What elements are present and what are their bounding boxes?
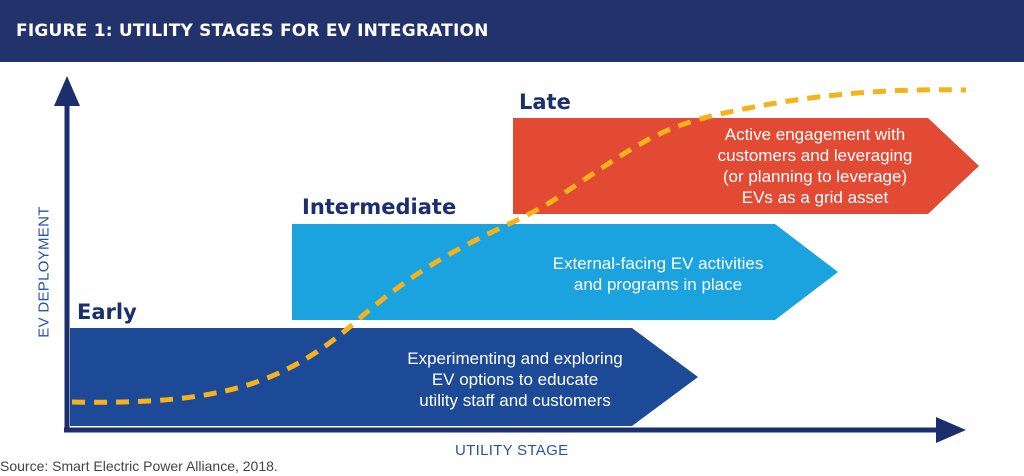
figure-header: FIGURE 1: UTILITY STAGES FOR EV INTEGRAT…	[0, 0, 1024, 62]
late-stage-description: Active engagement with customers and lev…	[718, 124, 913, 208]
x-axis-arrowhead	[936, 417, 966, 443]
y-axis-arrowhead	[54, 76, 80, 106]
stage-label-late: Late	[519, 90, 571, 114]
stage-label-intermediate: Intermediate	[302, 195, 457, 219]
late-description-line: (or planning to leverage)	[722, 167, 908, 186]
early-description-line: EV options to educate	[431, 370, 599, 389]
late-stage-arrow	[513, 118, 979, 214]
intermediate-description-line: External-facing EV activities	[552, 254, 764, 273]
intermediate-stage-arrow	[292, 224, 838, 320]
early-stage-arrow	[70, 328, 698, 426]
late-description-line: Active engagement with	[724, 125, 906, 144]
source-note: Source: Smart Electric Power Alliance, 2…	[0, 458, 278, 474]
figure-title: FIGURE 1: UTILITY STAGES FOR EV INTEGRAT…	[16, 21, 489, 41]
intermediate-stage-description: External-facing EV activities and progra…	[553, 253, 764, 295]
intermediate-description-line: and programs in place	[573, 275, 743, 294]
adoption-s-curve	[71, 87, 967, 405]
late-description-line: EVs as a grid asset	[741, 188, 889, 207]
early-description-line: Experimenting and exploring	[407, 349, 623, 368]
stage-label-early: Early	[77, 300, 137, 324]
late-description-line: customers and leveraging	[717, 146, 913, 165]
x-axis-label: UTILITY STAGE	[455, 442, 569, 459]
y-axis-label: EV DEPLOYMENT	[35, 206, 53, 338]
early-description-line: utility staff and customers	[419, 391, 611, 410]
early-stage-description: Experimenting and exploring EV options t…	[407, 348, 622, 411]
